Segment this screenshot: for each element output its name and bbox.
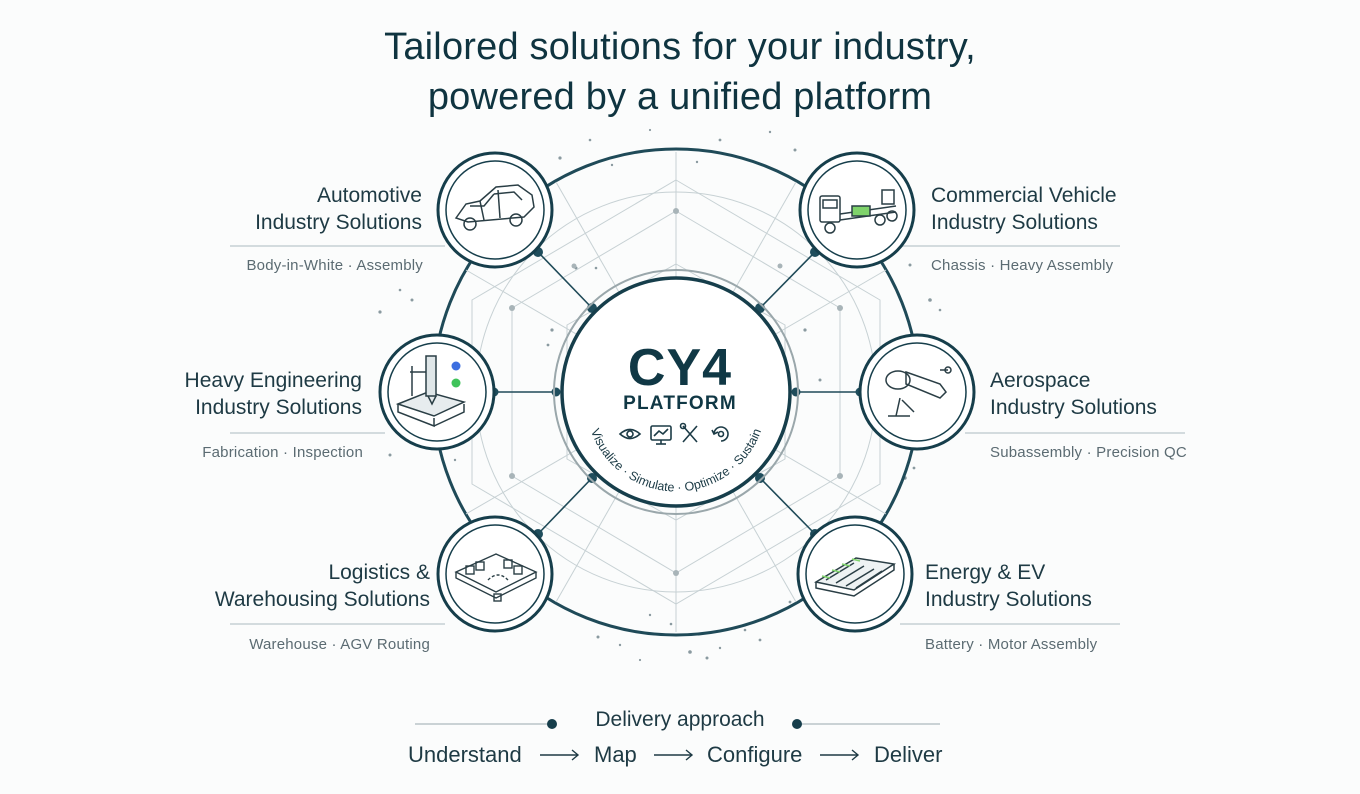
aerospace-tags: Subassembly · Precision QC xyxy=(990,444,1187,461)
energy-title: Energy & EV xyxy=(925,561,1046,584)
jet-engine-icon xyxy=(885,366,952,417)
step-configure: Configure xyxy=(707,742,803,767)
page-title-line1: Tailored solutions for your industry, xyxy=(384,26,976,68)
platform-subtitle: PLATFORM xyxy=(623,393,737,414)
logistics-circle xyxy=(436,515,554,633)
automotive-label: Automotive Industry Solutions xyxy=(190,182,422,236)
logistics-subtitle: Warehousing Solutions xyxy=(214,588,430,611)
aerospace-circle xyxy=(858,333,976,451)
automotive-subtitle: Industry Solutions xyxy=(255,211,422,234)
radar-vertex-dots xyxy=(509,208,843,576)
aerospace-subtitle: Industry Solutions xyxy=(990,396,1157,419)
connector-lines xyxy=(230,245,1185,625)
heavy-label: Heavy Engineering Industry Solutions xyxy=(130,367,362,421)
energy-tags: Battery · Motor Assembly xyxy=(925,636,1098,653)
arrow-icon xyxy=(540,749,580,761)
energy-circle xyxy=(796,515,914,633)
automotive-circle xyxy=(436,151,554,269)
platform-name: CY4 xyxy=(627,339,733,397)
logistics-label: Logistics & Warehousing Solutions xyxy=(190,559,430,613)
automotive-tags: Body-in-White · Assembly xyxy=(246,257,423,274)
page-title-line2: powered by a unified platform xyxy=(427,76,933,118)
commercial-subtitle: Industry Solutions xyxy=(931,211,1098,234)
logistics-tags: Warehouse · AGV Routing xyxy=(249,636,430,653)
commercial-title: Commercial Vehicle xyxy=(931,184,1117,207)
machine-tool-icon xyxy=(395,355,467,428)
aerospace-label: Aerospace Industry Solutions xyxy=(990,367,1240,421)
recycle-icon xyxy=(711,426,729,442)
step-map: Map xyxy=(594,742,637,767)
battery-pack-icon xyxy=(813,557,897,597)
commercial-tags: Chassis · Heavy Assembly xyxy=(931,257,1114,274)
heavy-subtitle: Industry Solutions xyxy=(195,396,362,419)
warehouse-icon xyxy=(454,553,538,602)
truck-chassis-icon xyxy=(819,189,898,234)
tools-icon xyxy=(679,422,698,443)
arrow-icon xyxy=(654,749,694,761)
center-outer-ring xyxy=(553,269,799,515)
aerospace-title: Aerospace xyxy=(990,369,1091,392)
heavy-tags: Fabrication · Inspection xyxy=(202,444,363,461)
car-body-icon xyxy=(454,184,535,231)
background-dots xyxy=(378,128,942,662)
logistics-title: Logistics & xyxy=(328,561,430,584)
automotive-title: Automotive xyxy=(316,184,422,207)
commercial-circle xyxy=(798,151,916,269)
heavy-title: Heavy Engineering xyxy=(184,369,362,392)
monitor-chart-icon xyxy=(650,425,672,445)
center-circle xyxy=(560,276,792,508)
eye-icon xyxy=(618,428,642,440)
delivery-title: Delivery approach xyxy=(595,708,765,731)
energy-label: Energy & EV Industry Solutions xyxy=(925,559,1175,613)
energy-subtitle: Industry Solutions xyxy=(925,588,1092,611)
heavy-circle xyxy=(378,333,496,451)
arrow-icon xyxy=(820,749,860,761)
step-understand: Understand xyxy=(408,742,522,767)
commercial-label: Commercial Vehicle Industry Solutions xyxy=(931,182,1191,236)
step-deliver: Deliver xyxy=(874,742,943,767)
